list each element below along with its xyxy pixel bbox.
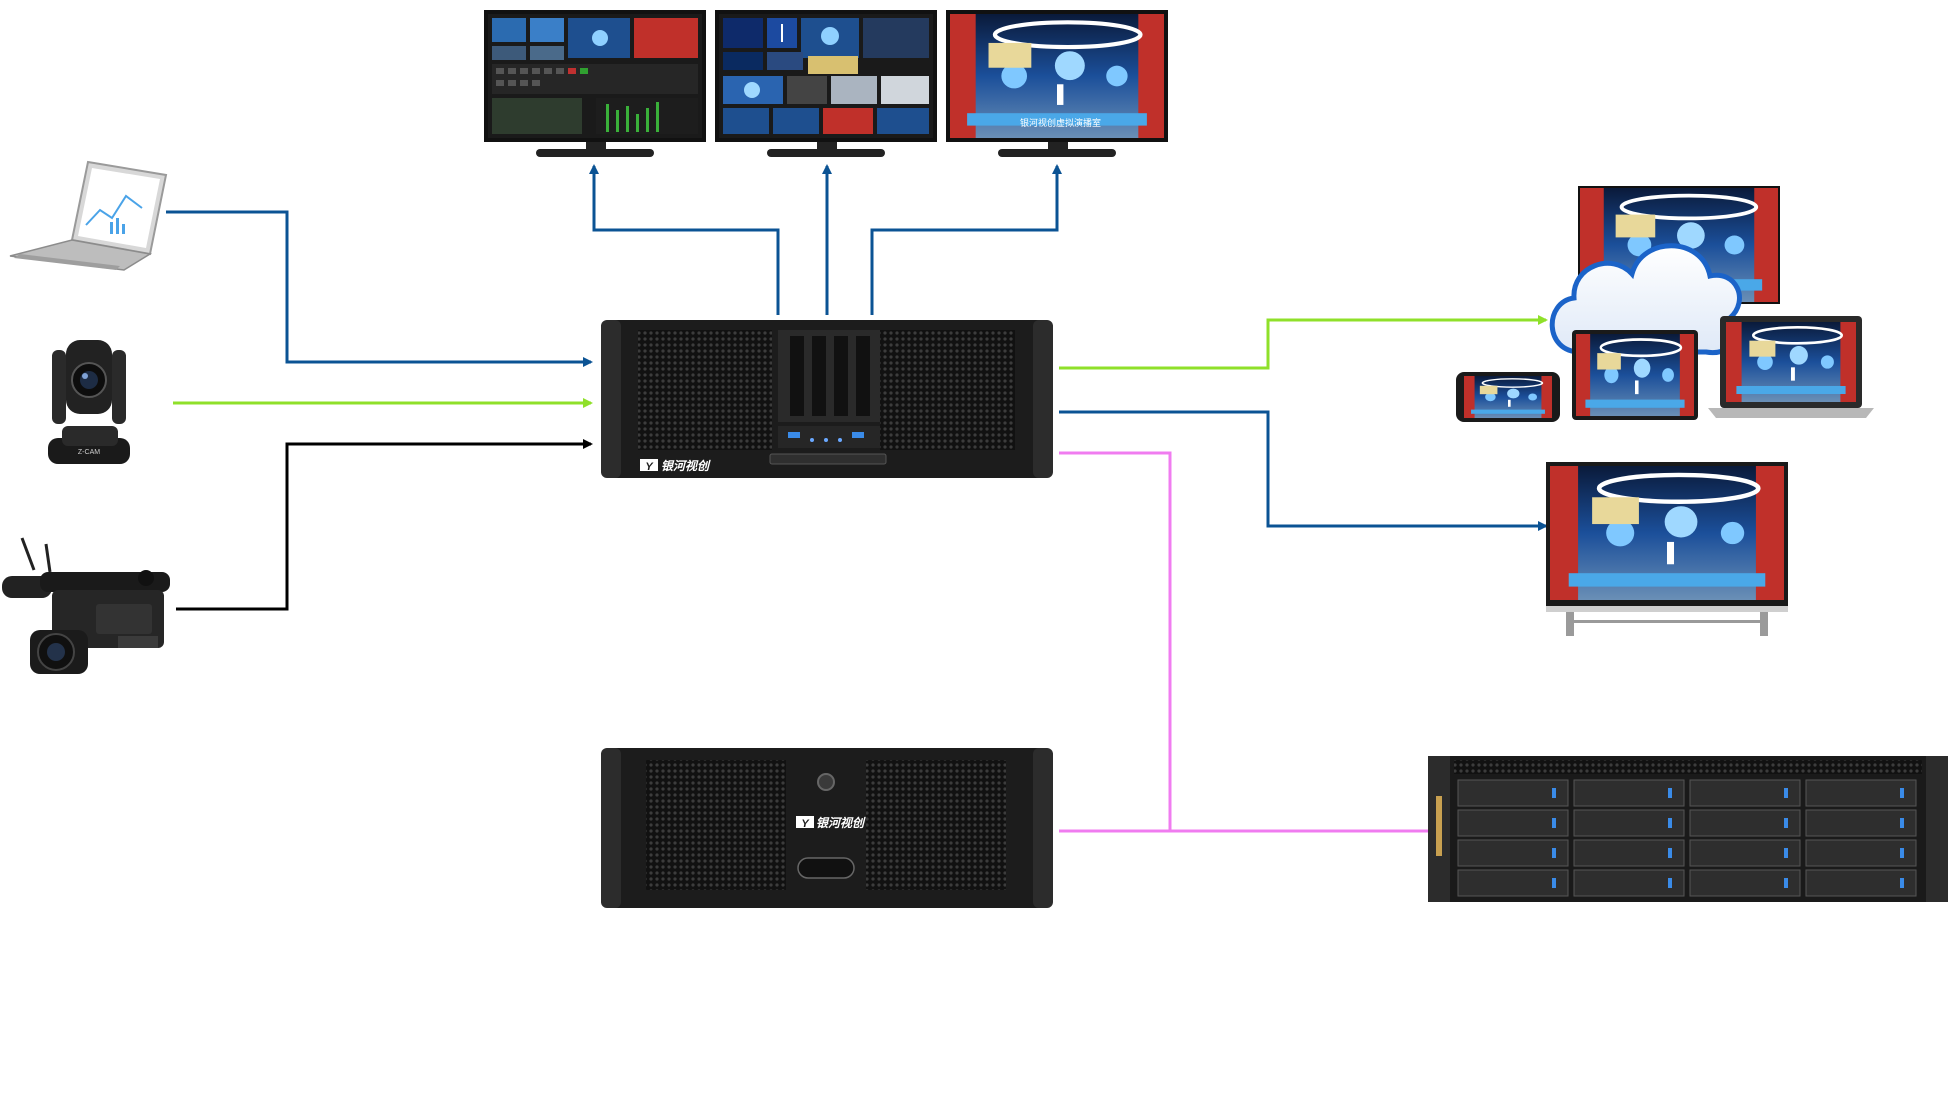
camcorder-to-server-line <box>176 439 593 611</box>
main-server-brand-mark: Y <box>645 461 654 473</box>
phone-icon <box>1456 372 1560 422</box>
server-to-monitor-1-line <box>589 164 780 315</box>
connection-lines <box>166 164 1548 833</box>
storage-server-icon: Y 银河视创 <box>601 748 1053 908</box>
main-server-brand-text: 银河视创 <box>661 459 711 473</box>
laptop-icon <box>1708 316 1874 418</box>
ptz-camera-label: Z-CAM <box>78 449 100 456</box>
server-to-tv-line <box>1059 410 1548 531</box>
monitor-icon: 银河视创虚拟演播室 <box>946 10 1168 157</box>
tv-icon <box>1546 462 1788 636</box>
server-to-cloud-line <box>1059 315 1548 370</box>
ptz-camera-icon: Z-CAM <box>48 340 130 464</box>
server-to-monitor-3-line <box>870 164 1062 315</box>
laptop-icon <box>9 160 168 271</box>
camcorder-icon <box>2 537 170 674</box>
monitor-3-caption: 银河视创虚拟演播室 <box>1020 117 1101 128</box>
server-to-storage-line <box>1059 451 1172 831</box>
nas-drive-bays <box>1457 779 1917 897</box>
main-server-icon: Y 银河视创 <box>601 320 1053 478</box>
storage-server-brand-mark: Y <box>801 818 810 830</box>
monitor-icon <box>715 10 937 157</box>
laptop-to-server-line <box>166 210 593 367</box>
monitor-icon <box>484 10 706 157</box>
storage-server-brand-text: 银河视创 <box>816 816 866 830</box>
tablet-icon <box>1572 330 1698 420</box>
cloud-distribution <box>1456 186 1874 422</box>
nas-array-icon <box>1428 756 1948 902</box>
